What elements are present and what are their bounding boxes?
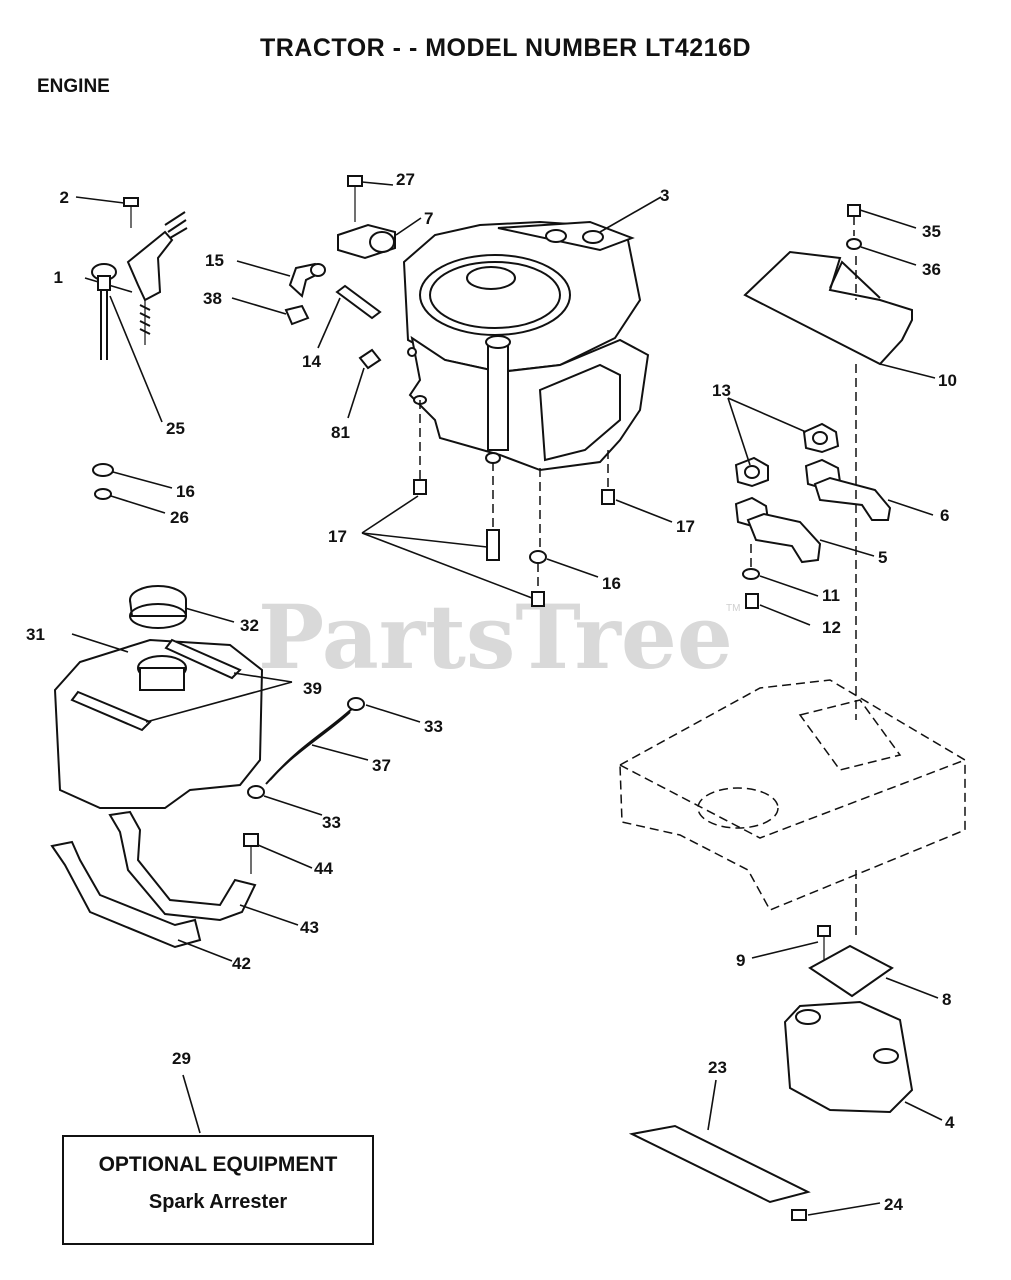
- callout-8: 8: [942, 990, 951, 1009]
- fuel-fittings-part: [284, 262, 417, 370]
- muffler-part: [783, 1000, 914, 1114]
- callout-16: 16: [176, 482, 195, 501]
- callout-39: 39: [303, 679, 322, 698]
- fuel-tank-part: [53, 585, 264, 809]
- section-label: ENGINE: [37, 76, 110, 97]
- callout-12: 12: [822, 618, 841, 637]
- optional-equipment-heading: OPTIONAL EQUIPMENT: [98, 1153, 338, 1176]
- callout-1: 1: [54, 268, 63, 287]
- callout-15: 15: [205, 251, 224, 270]
- callout-13: 13: [712, 381, 731, 400]
- tank-brackets-part: [50, 810, 259, 949]
- optional-equipment-box: OPTIONAL EQUIPMENT Spark Arrester: [62, 1135, 374, 1245]
- callout-14: 14: [302, 352, 321, 371]
- diagram-title-text: TRACTOR - - MODEL NUMBER LT4216D: [259, 34, 752, 62]
- engine-bolts-part: [413, 400, 615, 607]
- callout-2: 2: [60, 188, 69, 207]
- watermark-text: PartsTree: [258, 585, 733, 689]
- watermark-tm: TM: [726, 603, 740, 614]
- callout-11: 11: [822, 586, 840, 605]
- callout-7: 7: [424, 209, 433, 228]
- callout-27: 27: [396, 170, 415, 189]
- callout-29: 29: [172, 1049, 191, 1068]
- callout-25: 25: [166, 419, 185, 438]
- callout-38: 38: [203, 289, 222, 308]
- callout-42: 42: [232, 954, 251, 973]
- exhaust-pipes-part: [734, 422, 892, 609]
- callout-23: 23: [708, 1058, 727, 1077]
- callout-33b: 33: [322, 813, 341, 832]
- callout-24: 24: [884, 1195, 903, 1214]
- callout-37: 37: [372, 756, 391, 775]
- optional-equipment-item: Spark Arrester: [148, 1191, 288, 1213]
- callout-32: 32: [240, 616, 259, 635]
- dipstick-part: [91, 263, 117, 500]
- callout-33: 33: [424, 717, 443, 736]
- callout-36: 36: [922, 260, 941, 279]
- callout-17b: 17: [676, 517, 695, 536]
- clamp-part: [337, 175, 396, 260]
- callout-16b: 16: [602, 574, 621, 593]
- callout-5: 5: [878, 548, 887, 567]
- muffler-bracket-part: [808, 925, 894, 998]
- throttle-control-part: [123, 197, 188, 345]
- callout-26: 26: [170, 508, 189, 527]
- engine-part: [402, 220, 650, 472]
- callout-3: 3: [660, 186, 669, 205]
- callout-43: 43: [300, 918, 319, 937]
- callout-6: 6: [940, 506, 949, 525]
- fuel-line-part: [247, 697, 365, 799]
- callout-17: 17: [328, 527, 347, 546]
- diagram-title: TRACTOR - - MODEL NUMBER LT4216D: [0, 34, 1011, 63]
- callout-10: 10: [938, 371, 957, 390]
- frame-part: [619, 364, 966, 940]
- heat-shield-part: [743, 204, 913, 366]
- spark-arrester-part: [628, 1124, 811, 1221]
- callout-44: 44: [314, 859, 333, 878]
- callout-4: 4: [945, 1113, 955, 1132]
- callout-81: 81: [331, 423, 350, 442]
- callout-9: 9: [736, 951, 745, 970]
- callout-31: 31: [26, 625, 45, 644]
- callout-35: 35: [922, 222, 941, 241]
